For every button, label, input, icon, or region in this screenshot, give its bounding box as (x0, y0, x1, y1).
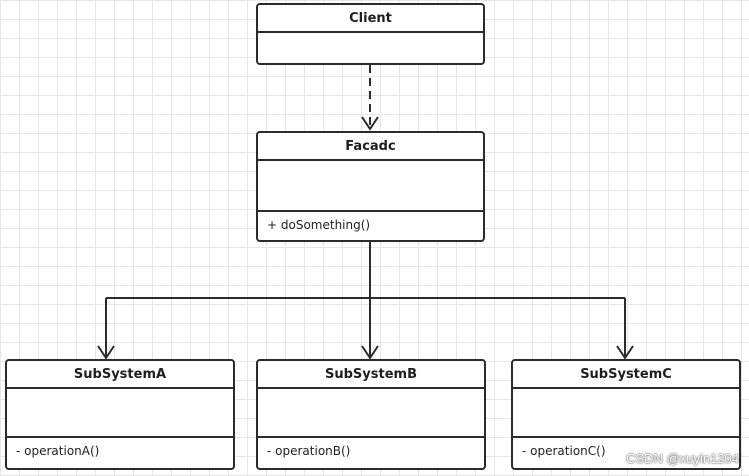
facade-class-box[interactable]: Facadc + doSomething() (256, 131, 485, 242)
subsystem-b-class-name: SubSystemB (258, 361, 484, 389)
subsystem-c-method-operation-c: - operationC() (522, 444, 606, 458)
facade-class-attributes (258, 161, 483, 212)
subsystem-c-class-name: SubSystemC (513, 361, 739, 389)
csdn-watermark: CSDN @xuyin1204 (626, 451, 739, 466)
subsystem-b-arrowhead (361, 345, 379, 360)
subsystem-c-arrowhead (616, 345, 634, 360)
client-class-box[interactable]: Client (256, 3, 485, 65)
subsystem-b-class-attributes (258, 389, 484, 438)
subsystem-a-class-attributes (7, 389, 233, 438)
facade-method-dosomething: + doSomething() (267, 218, 371, 232)
facade-class-name: Facadc (258, 133, 483, 161)
subsystem-b-method-operation-b: - operationB() (267, 444, 351, 458)
client-class-name: Client (258, 5, 483, 33)
subsystem-a-class-box[interactable]: SubSystemA - operationA() (5, 359, 235, 470)
subsystem-c-class-attributes (513, 389, 739, 438)
subsystem-b-class-box[interactable]: SubSystemB - operationB() (256, 359, 486, 470)
subsystem-c-class-box[interactable]: SubSystemC - operationC() (511, 359, 741, 470)
client-to-facade-arrowhead (361, 116, 379, 131)
subsystem-a-arrowhead (97, 345, 115, 360)
subsystem-a-method-operation-a: - operationA() (16, 444, 100, 458)
subsystem-a-class-name: SubSystemA (7, 361, 233, 389)
